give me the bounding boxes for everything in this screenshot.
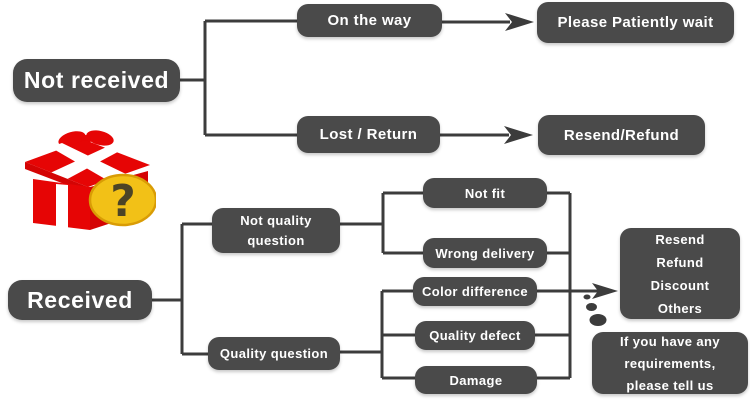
node-outcome-line2: Refund <box>656 254 704 270</box>
gift-body-ribbon <box>56 184 68 228</box>
node-requirements-line2: requirements, <box>624 355 716 371</box>
node-not-quality-question-line1: Not quality <box>240 213 312 228</box>
question-badge <box>88 173 156 227</box>
node-color-difference-label: Color difference <box>421 284 529 299</box>
node-wrong-delivery: Wrong delivery <box>423 238 547 268</box>
node-damage: Damage <box>415 366 537 394</box>
gift-icon: ? <box>25 130 156 230</box>
node-lost-return-label: Lost / Return <box>319 126 418 143</box>
node-received: Received <box>8 280 152 320</box>
node-outcome-line3: Discount <box>650 277 710 293</box>
node-resend-refund: Resend/Refund <box>538 115 705 155</box>
node-color-difference: Color difference <box>413 277 537 306</box>
gift-bow-right <box>86 130 114 146</box>
thought-dot-small <box>583 294 591 300</box>
node-not-received-label: Not received <box>23 67 170 93</box>
gift-lid-ribbon-b <box>48 143 127 183</box>
node-requirements-line1: If you have any <box>620 333 720 349</box>
node-quality-defect-label: Quality defect <box>429 328 521 343</box>
node-please-wait: Please Patiently wait <box>537 2 734 43</box>
node-not-fit: Not fit <box>423 178 547 208</box>
node-requirements-line3: please tell us <box>626 377 714 393</box>
node-on-the-way: On the way <box>297 4 442 37</box>
node-outcome-line1: Resend <box>655 231 705 247</box>
node-quality-defect: Quality defect <box>415 321 535 350</box>
node-lost-return: Lost / Return <box>297 116 440 153</box>
node-please-wait-label: Please Patiently wait <box>557 14 714 31</box>
thought-dot-large <box>589 314 607 326</box>
question-mark-glyph: ? <box>110 176 136 227</box>
node-on-the-way-label: On the way <box>327 12 412 29</box>
thought-dot-medium <box>586 303 597 311</box>
arrowhead-outcomes <box>592 283 618 299</box>
node-not-received: Not received <box>13 59 180 102</box>
arrowhead-on-the-way <box>505 13 534 31</box>
arrowhead-lost-return <box>504 126 533 144</box>
node-not-quality-question: Not quality question <box>212 208 340 253</box>
node-resend-refund-label: Resend/Refund <box>563 126 680 144</box>
node-not-fit-label: Not fit <box>464 185 506 201</box>
node-outcome-options: Resend Refund Discount Others <box>620 228 740 319</box>
node-outcome-line4: Others <box>657 300 703 316</box>
node-received-label: Received <box>27 286 133 313</box>
node-quality-question-label: Quality question <box>219 346 329 361</box>
node-wrong-delivery-label: Wrong delivery <box>435 245 535 261</box>
node-quality-question: Quality question <box>208 337 340 370</box>
node-damage-label: Damage <box>449 372 503 388</box>
node-not-quality-question-line2: question <box>247 233 305 248</box>
node-requirements-note: If you have any requirements, please tel… <box>592 332 748 394</box>
